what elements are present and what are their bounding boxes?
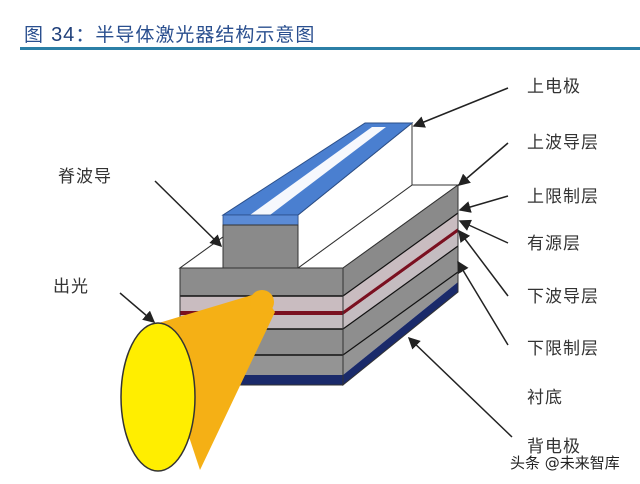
- label-upper-waveguide: 上波导层: [527, 133, 599, 153]
- figure-caption: 半导体激光器结构示意图: [95, 24, 316, 46]
- label-light-output: 出光: [53, 277, 89, 297]
- label-upper-cladding: 上限制层: [527, 187, 599, 207]
- light-spot: [120, 322, 196, 472]
- title-underline: [20, 47, 640, 50]
- figure-separator: ：: [75, 24, 96, 46]
- light-beam: [120, 290, 275, 472]
- label-ridge-waveguide: 脊波导: [58, 167, 112, 187]
- ridge-front-face: [222, 224, 299, 269]
- label-substrate: 衬底: [527, 388, 563, 408]
- label-back-electrode: 背电极: [527, 437, 581, 457]
- top-electrode: [221, 122, 414, 226]
- side-face-layers: [342, 184, 459, 387]
- label-active-layer: 有源层: [527, 234, 581, 254]
- label-arrows: [119, 87, 513, 438]
- figure-title: 图 34：半导体激光器结构示意图: [24, 20, 315, 47]
- figure-number: 34: [51, 24, 76, 46]
- label-lower-cladding: 下限制层: [527, 339, 599, 359]
- watermark: 头条 @未来智库: [510, 454, 620, 472]
- figure-prefix: 图: [24, 24, 45, 46]
- label-lower-waveguide: 下波导层: [527, 287, 599, 307]
- label-top-electrode: 上电极: [527, 77, 581, 97]
